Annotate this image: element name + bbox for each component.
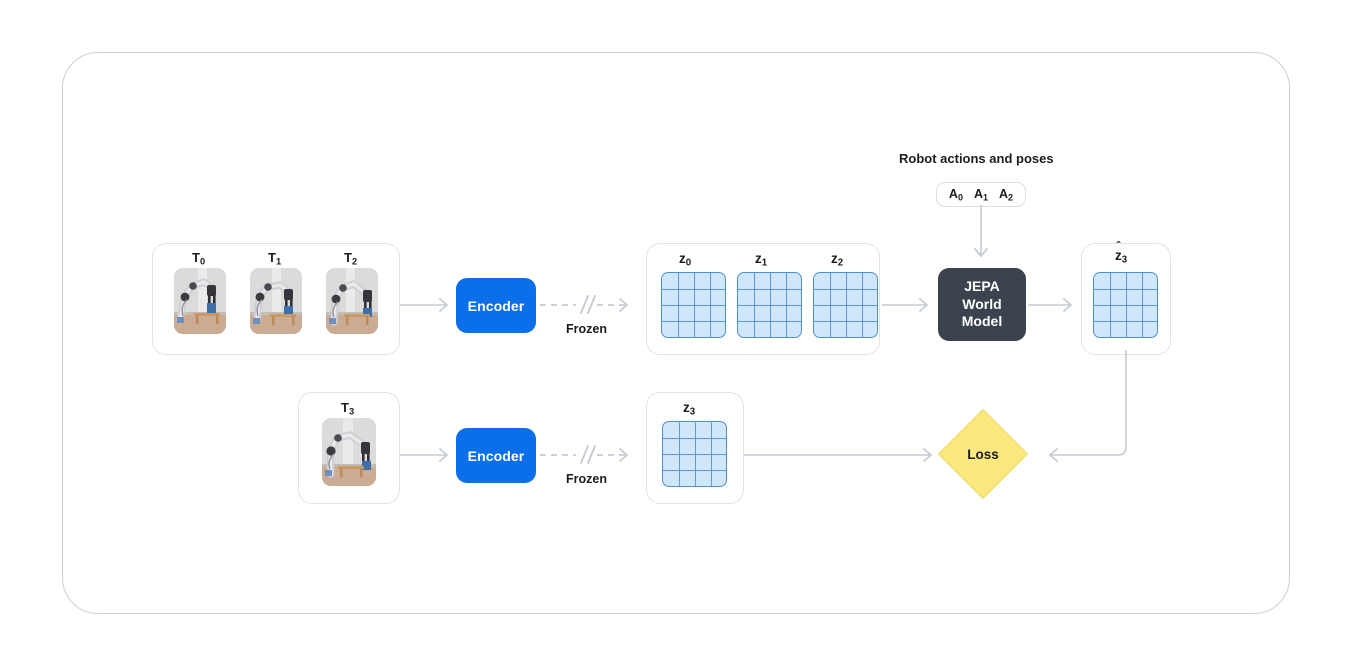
frame-label-t2: T2 xyxy=(344,250,358,267)
robot-actions-pill[interactable]: A0 A1 A2 xyxy=(936,182,1026,207)
frozen-break-arrow-top xyxy=(540,292,640,318)
robot-arm-frame-t3 xyxy=(322,418,376,486)
arrow-world-model-to-predicted-latent xyxy=(1028,290,1082,320)
frozen-break-arrow-bottom xyxy=(540,442,640,468)
action-token-a0: A0 xyxy=(948,186,963,203)
action-token-a2: A2 xyxy=(999,186,1014,203)
arrow-predicted-latent-to-loss xyxy=(1020,349,1165,470)
latent-label-z3-hat: ˆ z3 xyxy=(1115,239,1128,266)
latent-label-z2: z2 xyxy=(831,251,844,269)
loss-label: Loss xyxy=(967,446,999,462)
arrow-target-latent-to-loss xyxy=(744,440,944,470)
robot-arm-frame-t1 xyxy=(250,268,302,334)
frozen-label-bottom: Frozen xyxy=(566,472,607,486)
arrow-actions-to-world-model xyxy=(966,205,996,265)
loss-node[interactable]: Loss xyxy=(934,405,1032,503)
latent-label-z3: z3 xyxy=(683,400,696,418)
arrow-latents-to-world-model xyxy=(882,290,938,320)
encoder-top-label: Encoder xyxy=(467,297,525,314)
encoder-bottom[interactable]: Encoder xyxy=(456,428,536,483)
robot-actions-caption: Robot actions and poses xyxy=(899,151,1054,166)
robot-arm-frame-t2 xyxy=(326,268,378,334)
frame-label-t3: T3 xyxy=(341,400,355,417)
loss-diamond-shape xyxy=(938,409,1028,499)
arrow-frames-to-encoder-top xyxy=(400,290,458,320)
frame-label-t1: T1 xyxy=(268,250,282,267)
latent-grid-z0 xyxy=(661,272,726,338)
latent-label-z1: z1 xyxy=(755,251,768,269)
world-model-line-3: Model xyxy=(961,313,1003,330)
latent-grid-z2 xyxy=(813,272,878,338)
encoder-top[interactable]: Encoder xyxy=(456,278,536,333)
latent-grid-z1 xyxy=(737,272,802,338)
arrow-frame-to-encoder-bottom xyxy=(400,440,458,470)
latent-grid-z3-hat xyxy=(1093,272,1158,338)
robot-arm-frame-t0 xyxy=(174,268,226,334)
encoder-bottom-label: Encoder xyxy=(467,447,525,464)
frozen-label-top: Frozen xyxy=(566,322,607,336)
latent-label-z0: z0 xyxy=(679,251,692,269)
latent-grid-z3 xyxy=(662,421,727,487)
action-token-a1: A1 xyxy=(973,186,989,203)
jepa-world-model-block[interactable]: JEPA World Model xyxy=(938,268,1026,341)
world-model-line-2: World xyxy=(962,295,1002,312)
hat-glyph: ˆ xyxy=(1116,239,1121,253)
frame-label-t0: T0 xyxy=(192,250,206,267)
world-model-line-1: JEPA xyxy=(964,277,1000,294)
